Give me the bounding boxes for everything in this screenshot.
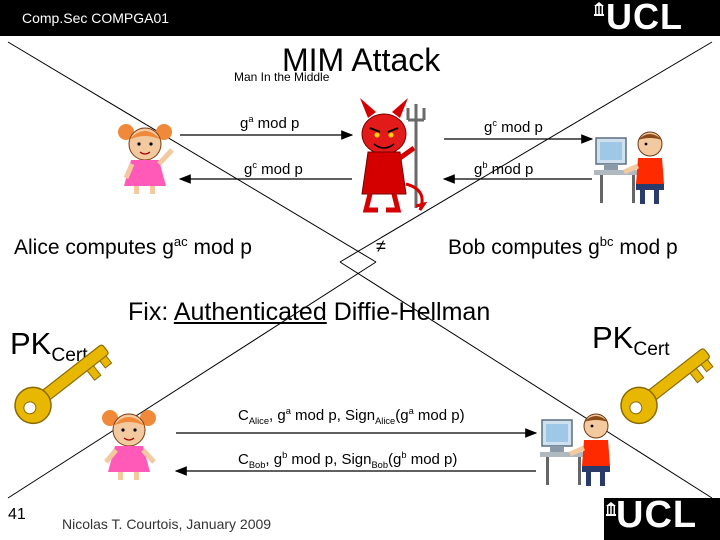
slide-number: 41 xyxy=(8,506,26,524)
ucl-logo: UCL xyxy=(616,494,697,537)
auth-msg-alice: CAlice, ga mod p, SignAlice(ga mod p) xyxy=(238,406,465,426)
ucl-portico-icon xyxy=(606,502,616,516)
footer-author: Nicolas T. Courtois, January 2009 xyxy=(62,516,271,532)
auth-msg-bob: CBob, gb mod p, SignBob(gb mod p) xyxy=(238,450,457,470)
